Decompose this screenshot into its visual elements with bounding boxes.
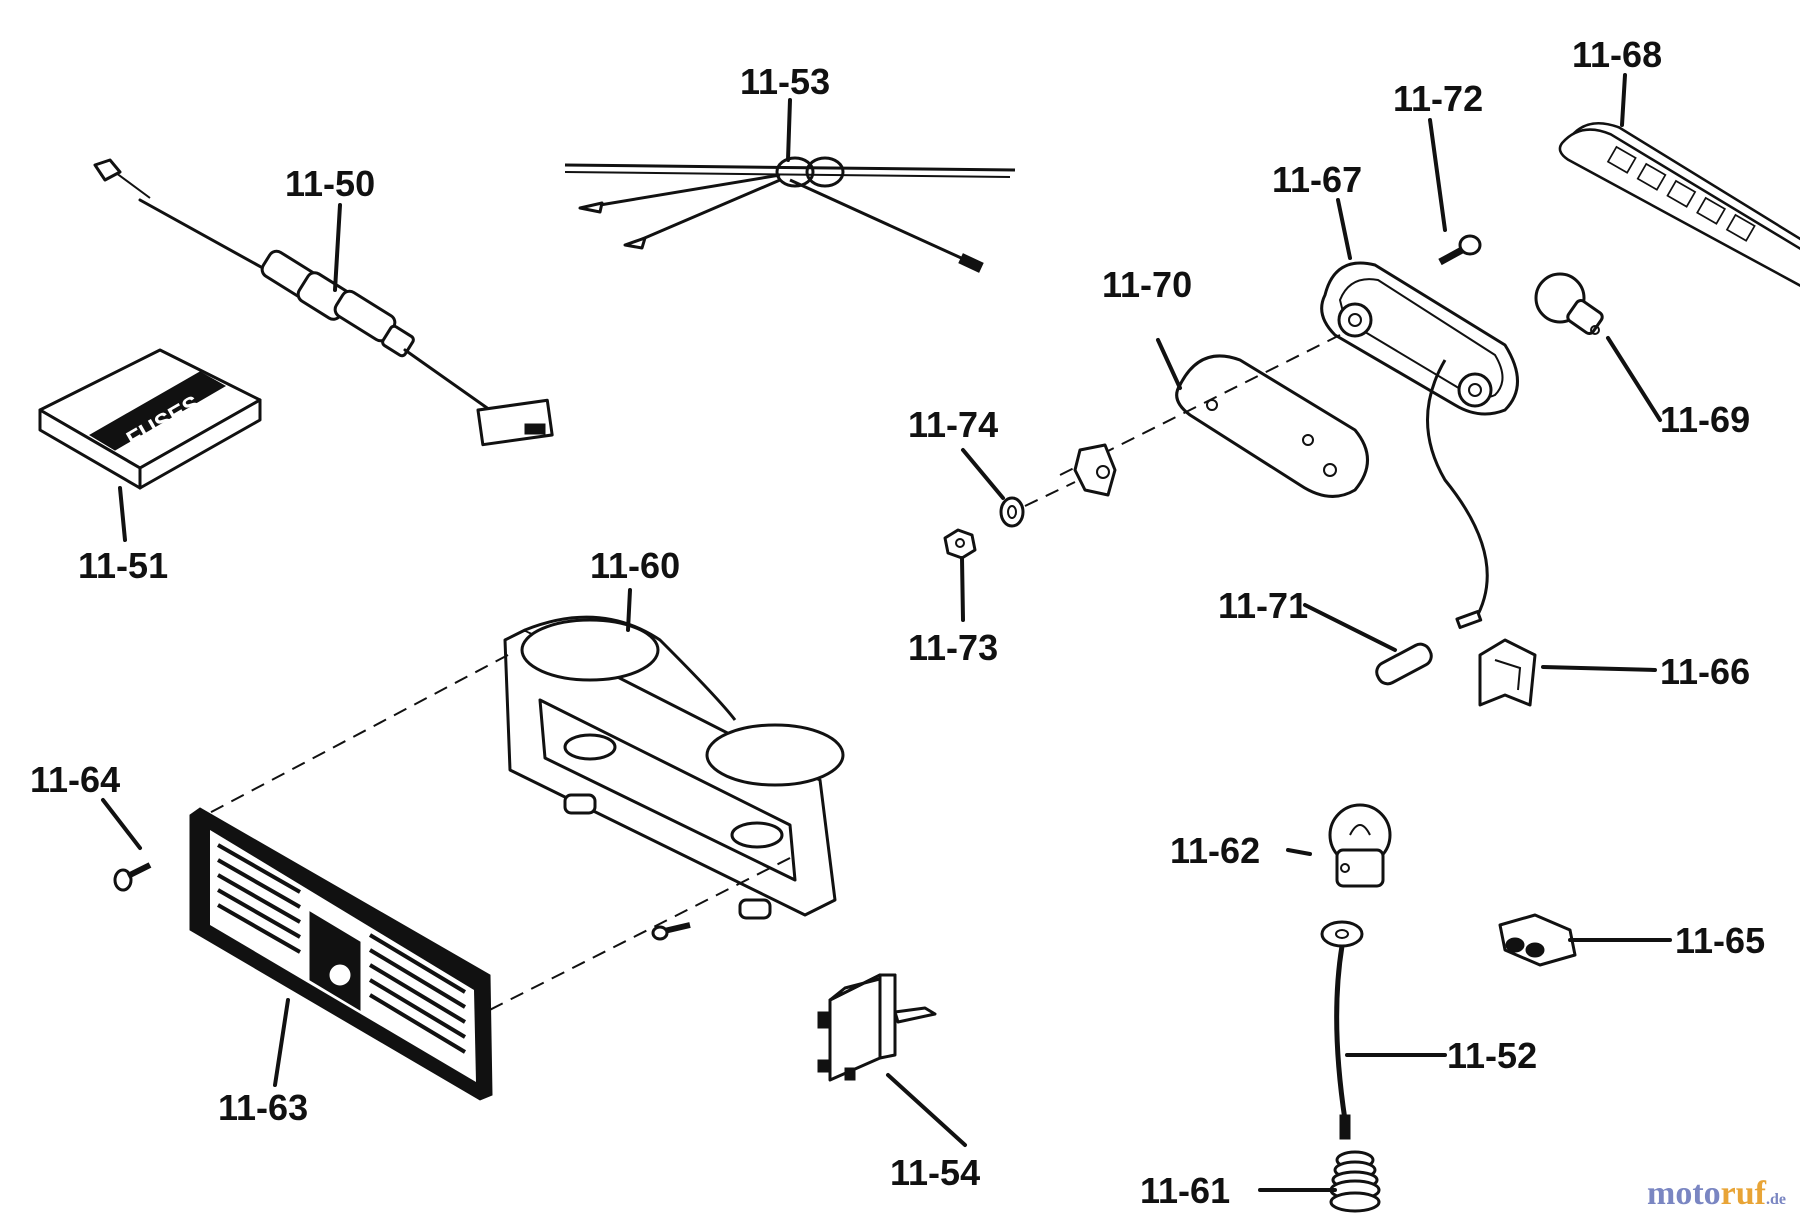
part-fuse-holder <box>93 158 554 447</box>
part-wiring-harness <box>564 156 1016 273</box>
label-11-62: 11-62 <box>1170 830 1260 871</box>
label-11-60: 11-60 <box>590 545 680 586</box>
label-11-67: 11-67 <box>1272 159 1362 200</box>
part-mount-bracket <box>1073 443 1117 497</box>
part-lock-washer <box>999 496 1025 528</box>
assembly-line-bracket <box>1024 481 1076 507</box>
label-11-52: 11-52 <box>1447 1035 1537 1076</box>
label-11-51: 11-51 <box>78 545 168 586</box>
part-headlight-housing <box>199 615 845 1031</box>
label-11-64: 11-64 <box>30 759 120 800</box>
label-11-70: 11-70 <box>1102 264 1192 305</box>
part-socket-wire <box>1320 920 1364 1140</box>
part-screw-11-72 <box>1438 234 1482 266</box>
part-bulb-11-69 <box>1534 272 1604 335</box>
watermark-part2: ruf <box>1720 1175 1766 1212</box>
part-tail-light-base <box>1175 354 1369 498</box>
part-tail-light-lens <box>1558 122 1800 287</box>
label-11-66: 11-66 <box>1660 651 1750 692</box>
label-11-54: 11-54 <box>890 1152 980 1193</box>
callout-labels: 11-50 11-51 11-53 11-60 11-63 11-64 11-5… <box>30 34 1765 1211</box>
label-11-50: 11-50 <box>285 163 375 204</box>
label-11-53: 11-53 <box>740 61 830 102</box>
label-11-61: 11-61 <box>1140 1170 1230 1211</box>
part-fuses-box: FUSES <box>38 348 262 490</box>
label-11-73: 11-73 <box>908 627 998 668</box>
watermark-logo: motoruf.de <box>1647 1175 1786 1213</box>
watermark-part3: .de <box>1766 1191 1786 1208</box>
part-clip-11-66 <box>1478 638 1537 707</box>
part-grille <box>189 807 493 1101</box>
part-bulb-11-62 <box>1328 803 1392 888</box>
label-11-65: 11-65 <box>1675 920 1765 961</box>
label-11-68: 11-68 <box>1572 34 1662 75</box>
watermark-part1: moto <box>1647 1175 1721 1212</box>
part-spring <box>1329 1150 1381 1213</box>
label-11-63: 11-63 <box>218 1087 308 1128</box>
part-screw-11-64 <box>113 862 152 892</box>
part-connector-11-71 <box>1375 642 1433 686</box>
label-11-69: 11-69 <box>1660 399 1750 440</box>
label-11-72: 11-72 <box>1393 78 1483 119</box>
part-connector-11-65 <box>1498 913 1577 967</box>
label-11-74: 11-74 <box>908 404 998 445</box>
part-toggle-switch <box>817 973 937 1082</box>
leader-lines <box>101 73 1672 1192</box>
label-11-71: 11-71 <box>1218 585 1308 626</box>
part-tail-light-housing <box>1320 261 1519 630</box>
part-hex-nut <box>943 528 977 560</box>
